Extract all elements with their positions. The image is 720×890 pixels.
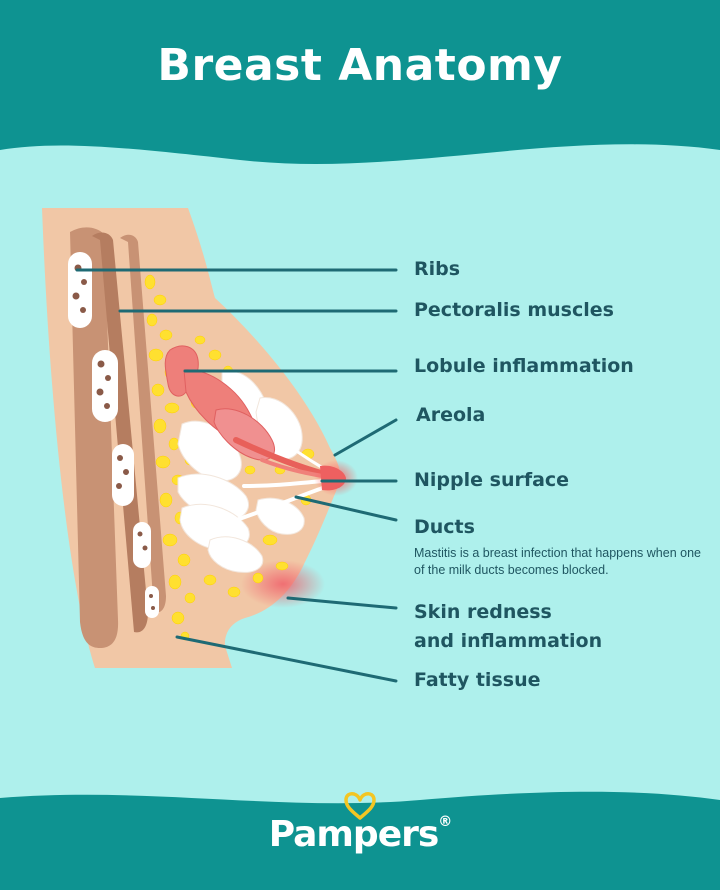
- ribs-group: [68, 252, 159, 618]
- leader-ducts: [294, 495, 398, 522]
- brand-registered-mark: ®: [438, 814, 452, 830]
- heart-logo-icon: [344, 792, 376, 820]
- leader-fatty: [175, 635, 398, 683]
- ducts-note: Mastitis is a breast infection that happ…: [414, 546, 701, 577]
- header-band: [0, 0, 720, 164]
- skin-redness: [241, 560, 325, 608]
- label-skin-redness-line2: and inflammation: [414, 630, 603, 652]
- page-title: Breast Anatomy: [157, 40, 563, 91]
- label-pectoralis-muscles: Pectoralis muscles: [414, 299, 614, 321]
- label-fatty-tissue: Fatty tissue: [414, 669, 541, 691]
- label-skin-redness: Skin redness and inflammation: [414, 598, 602, 656]
- footer-band: [0, 791, 720, 890]
- rib: [145, 586, 159, 618]
- label-skin-redness-line1: Skin redness: [414, 601, 552, 623]
- leader-areola: [333, 418, 398, 457]
- label-areola: Areola: [416, 404, 486, 426]
- pectoralis-band-2: [120, 234, 166, 613]
- label-nipple-surface: Nipple surface: [414, 469, 570, 491]
- nipple: [320, 465, 346, 491]
- label-ribs: Ribs: [414, 258, 461, 280]
- rib: [133, 522, 151, 568]
- chest-wall: [70, 227, 119, 648]
- leader-redness: [286, 596, 398, 610]
- rib: [112, 444, 134, 506]
- rib: [92, 350, 118, 422]
- label-ducts: Ducts: [414, 516, 475, 538]
- brand-logo: Pampers®: [0, 814, 720, 855]
- brand-name: Pampers: [268, 814, 440, 855]
- label-lobule-inflammation: Lobule inflammation: [414, 355, 634, 377]
